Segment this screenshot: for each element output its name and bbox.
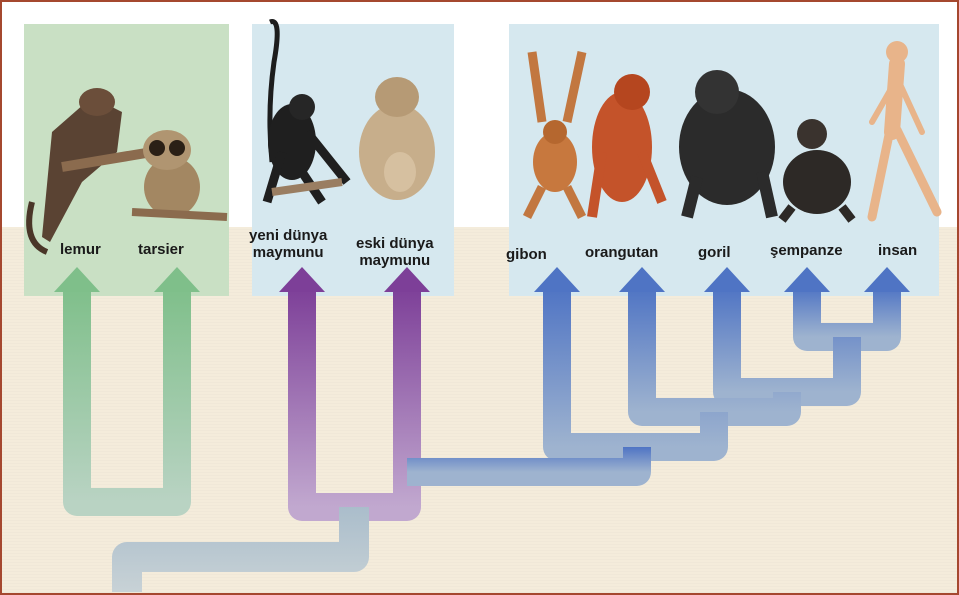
label-human: insan	[878, 242, 917, 259]
orangutan-icon	[592, 74, 662, 217]
old-world-monkey-arrow	[384, 267, 430, 292]
gibbon-icon	[527, 52, 582, 217]
human-icon	[872, 41, 937, 217]
tarsier-icon	[132, 130, 227, 217]
label-chimpanzee: şempanze	[770, 242, 843, 259]
label-gibbon: gibon	[506, 246, 547, 263]
label-lemur: lemur	[60, 241, 101, 258]
tarsier-arrow	[154, 267, 200, 292]
lemur-arrow	[54, 267, 100, 292]
chimpanzee-arrow	[784, 267, 830, 292]
label-tarsier: tarsier	[138, 241, 184, 258]
label-old-world-monkey-line1: eski dünya	[356, 235, 434, 252]
human-arrow	[864, 267, 910, 292]
label-old-world-monkey-line2: maymunu	[356, 252, 434, 269]
label-new-world-monkey: yeni dünya maymunu	[249, 227, 327, 261]
gorilla-icon	[679, 70, 775, 217]
spider-monkey-icon	[267, 22, 347, 203]
new-world-monkey-arrow	[279, 267, 325, 292]
ape-branch	[407, 267, 910, 472]
gibbon-arrow	[534, 267, 580, 292]
lemur-icon	[29, 88, 152, 252]
orangutan-arrow	[619, 267, 665, 292]
label-new-world-monkey-line2: maymunu	[249, 244, 327, 261]
label-old-world-monkey: eski dünya maymunu	[356, 235, 434, 269]
gorilla-arrow	[704, 267, 750, 292]
prosimian-branch	[54, 267, 200, 502]
animal-illustrations	[29, 22, 937, 253]
label-orangutan: orangutan	[585, 244, 658, 261]
baboon-icon	[359, 77, 435, 200]
label-gorilla: goril	[698, 244, 731, 261]
chimpanzee-icon	[782, 119, 852, 220]
label-new-world-monkey-line1: yeni dünya	[249, 227, 327, 244]
